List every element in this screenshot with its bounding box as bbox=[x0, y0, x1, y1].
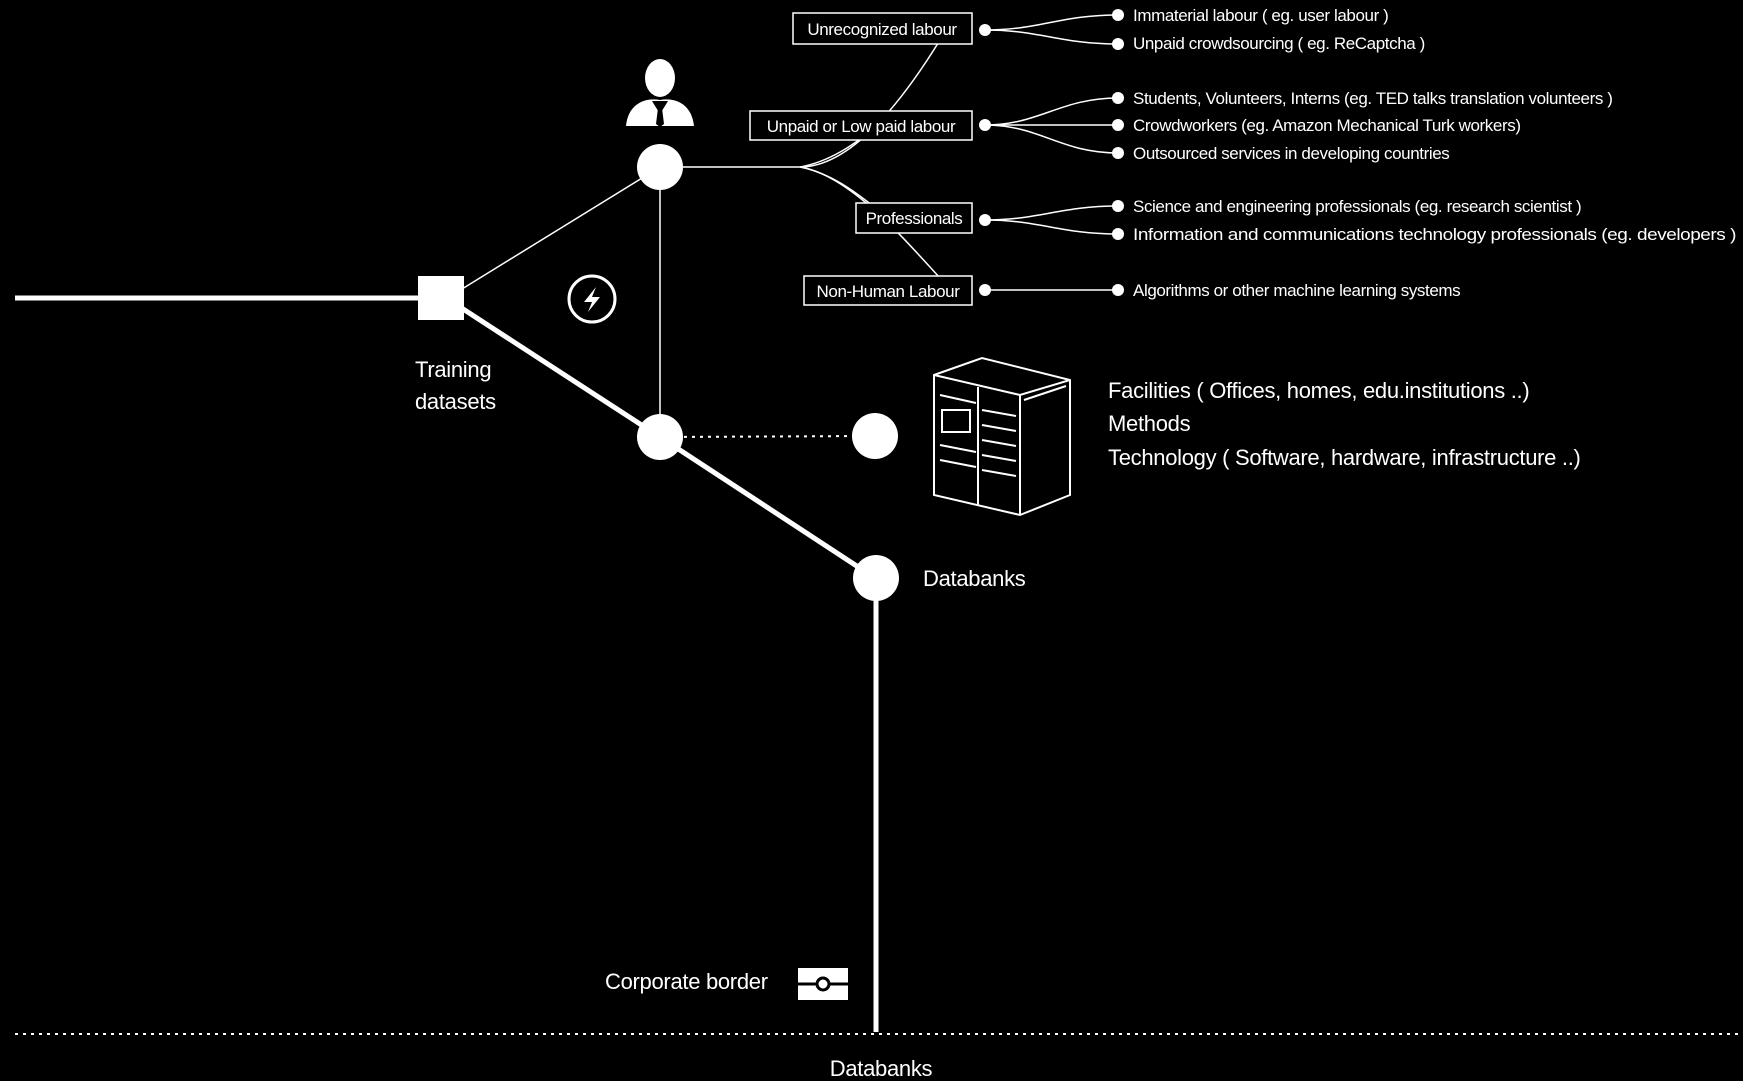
server-rack-icon bbox=[933, 356, 1071, 517]
item-crowdworkers: Crowdworkers (eg. Amazon Mechanical Turk… bbox=[1133, 116, 1521, 135]
worker-node bbox=[637, 144, 683, 190]
svg-text:Unpaid or Low paid labour: Unpaid or Low paid labour bbox=[767, 117, 956, 136]
category-unrecognized-labour: Unrecognized labour bbox=[792, 12, 973, 45]
corporate-border-icon bbox=[798, 968, 848, 1000]
tree-connectors bbox=[799, 14, 1119, 291]
item-ict-professionals: Information and communications technolog… bbox=[1133, 225, 1736, 244]
svg-text:Unrecognized labour: Unrecognized labour bbox=[807, 20, 957, 39]
databanks-node-label: Databanks bbox=[923, 566, 1026, 591]
dotted-line-to-infra bbox=[659, 435, 876, 438]
thick-diagonal-line bbox=[458, 304, 662, 440]
category-dots bbox=[979, 24, 991, 296]
databanks-bottom-label: Databanks bbox=[830, 1056, 933, 1081]
item-immaterial-labour: Immaterial labour ( eg. user labour ) bbox=[1133, 6, 1388, 25]
item-algorithms: Algorithms or other machine learning sys… bbox=[1133, 281, 1460, 300]
svg-text:Professionals: Professionals bbox=[866, 209, 963, 228]
training-datasets-label-line1: Training bbox=[415, 357, 491, 382]
thin-diagonal-line bbox=[461, 166, 661, 290]
infra-facilities-text: Facilities ( Offices, homes, edu.institu… bbox=[1108, 378, 1529, 403]
thick-diagonal-line-2 bbox=[658, 434, 877, 581]
worker-person-icon bbox=[626, 59, 694, 127]
category-professionals: Professionals bbox=[855, 202, 973, 234]
corporate-border-label: Corporate border bbox=[605, 969, 768, 994]
item-students-volunteers: Students, Volunteers, Interns (eg. TED t… bbox=[1133, 89, 1613, 108]
training-datasets-label-line2: datasets bbox=[415, 389, 496, 414]
item-unpaid-crowdsourcing: Unpaid crowdsourcing ( eg. ReCaptcha ) bbox=[1133, 34, 1425, 53]
item-dots bbox=[1112, 9, 1124, 296]
training-datasets-square-icon bbox=[418, 276, 464, 320]
infra-methods-text: Methods bbox=[1108, 411, 1191, 436]
infra-technology-text: Technology ( Software, hardware, infrast… bbox=[1108, 445, 1581, 470]
junction-node bbox=[637, 414, 683, 460]
lightning-bolt-icon bbox=[567, 274, 617, 324]
category-non-human-labour: Non-Human Labour bbox=[803, 275, 973, 306]
category-unpaid-low-paid-labour: Unpaid or Low paid labour bbox=[749, 110, 973, 141]
svg-text:Non-Human Labour: Non-Human Labour bbox=[817, 282, 961, 301]
databanks-node bbox=[853, 555, 899, 601]
item-science-engineering: Science and engineering professionals (e… bbox=[1133, 197, 1581, 216]
infrastructure-node bbox=[852, 413, 898, 459]
item-outsourced-services: Outsourced services in developing countr… bbox=[1133, 144, 1449, 163]
